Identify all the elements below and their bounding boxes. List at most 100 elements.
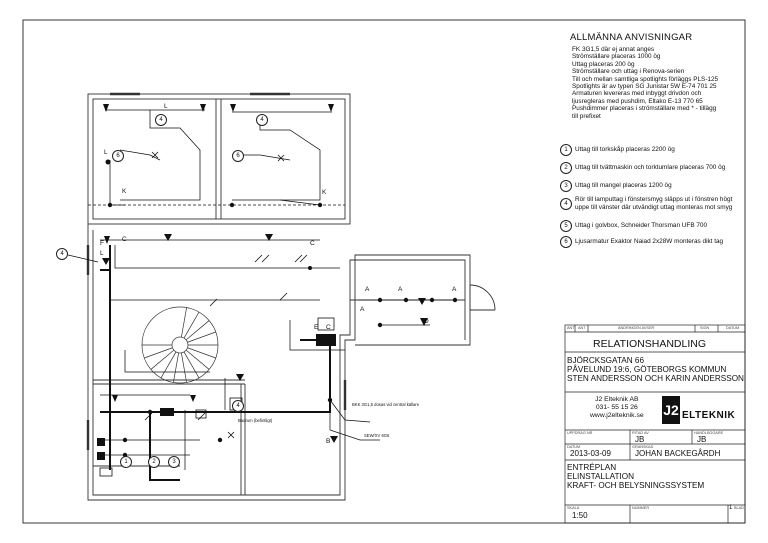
stair-step — [187, 347, 216, 359]
field-label: RITAD AV — [632, 431, 649, 435]
note-line: FK 3G1,5 där ej annat anges — [572, 46, 655, 53]
plan-letter-b: B — [326, 438, 331, 445]
project-line: BJÖRCKSGATAN 66 — [567, 356, 645, 365]
cable-label-sew: SEW/XV 6G6 — [364, 433, 390, 438]
plan-letter-f: F — [100, 240, 104, 247]
drawing-title-line: ELINSTALLATION — [567, 472, 635, 481]
walls — [86, 92, 496, 501]
notes-general: FK 3G1,5 där ej annat anges Strömställar… — [572, 46, 718, 120]
note-number: 2 — [560, 162, 572, 174]
plan-letter-a: A — [365, 286, 370, 293]
stair-step — [150, 349, 175, 370]
note-line: Strömställare placeras 1000 ög — [572, 53, 661, 61]
plan-letter-c: C — [122, 236, 127, 243]
plan-marker-6: 6 — [112, 150, 124, 162]
field-value-handlaggare: JB — [697, 435, 707, 444]
note-line: Strömställare och uttag i Renova-serien — [572, 68, 685, 76]
field-value-granskad: JOHAN BACKEGÅRDH — [635, 449, 721, 458]
company-name: J2 Elteknik AB — [595, 396, 639, 403]
sheet-border — [22, 19, 746, 524]
plan-marker-2: 2 — [148, 456, 160, 468]
rev-header: ÄNT — [567, 326, 575, 330]
stair-step — [187, 331, 216, 343]
cable-marks — [144, 151, 308, 439]
plan-letter-k: K — [122, 188, 127, 195]
rev-header: ÄNDRINGEN AVSER — [618, 326, 655, 330]
note-number: 4 — [560, 198, 572, 210]
field-label: GRANSKAD — [632, 445, 654, 449]
plan-letter-e: E — [314, 324, 319, 331]
company-website: www.j2elteknik.se — [590, 412, 644, 419]
stair-step — [160, 351, 177, 379]
field-label: SKALA — [567, 506, 580, 510]
cable-label-bkk: BKK 3G1,5 dosas vid central källare — [352, 402, 420, 407]
plan-letter-d: D — [424, 318, 429, 325]
document-type: RELATIONSHANDLING — [593, 338, 706, 350]
note-number: 1 — [560, 144, 572, 156]
project-line: PÅVELUND 19:6, GÖTEBORGS KOMMUN — [567, 365, 727, 374]
numbered-note-text: Uttag till mangel placeras 1200 ög — [575, 182, 672, 189]
plan-letter-c: C — [326, 324, 331, 331]
blad-value: 1 — [729, 505, 733, 511]
rev-header: SIGN — [700, 326, 710, 330]
rev-header: DATUM — [726, 326, 740, 330]
plan-letter-l: L — [104, 149, 108, 156]
stair-step — [183, 311, 200, 339]
plan-letter-l: L — [100, 250, 104, 257]
plan-marker-6: 6 — [232, 150, 244, 162]
company-info: J2 Elteknik AB 031- 55 15 26 www.j2eltek… — [590, 396, 644, 420]
logo-word: ELTEKNIK — [682, 410, 736, 421]
field-label: NUMMER — [632, 506, 650, 510]
numbered-note-text: Ljusarmatur Exaktor Naiad 2x28W monteras… — [575, 238, 724, 245]
plan-letter-a: A — [360, 306, 365, 313]
note-line: Till och mellan samtliga spotlights förl… — [572, 75, 719, 83]
field-value-ritad-av: JB — [635, 435, 645, 444]
company-logo: J2 ELTEKNIK — [662, 396, 742, 428]
plan-letter-c: C — [310, 240, 315, 247]
drawing-title-line: ENTRÉPLAN — [567, 463, 617, 472]
company-phone: 031- 55 15 26 — [595, 404, 638, 411]
note-number: 6 — [560, 236, 572, 248]
plan-letter-a: A — [452, 286, 457, 293]
plan-marker-4: 4 — [256, 114, 268, 126]
plan-marker-4: 4 — [56, 248, 68, 260]
numbered-note-text: Uttag i golvbox, Schneider Thorsman UFB … — [575, 222, 708, 229]
spiral-stair — [141, 306, 219, 384]
note-number: 5 — [560, 220, 572, 232]
numbered-note-text: uppe till vänster där utvändigt uttag mo… — [575, 204, 733, 211]
plan-marker-4: 4 — [155, 114, 167, 126]
numbered-note-text: Rör till lamputtag i fönstersmyg släpps … — [575, 196, 733, 203]
project-info: BJÖRCKSGATAN 66 PÅVELUND 19:6, GÖTEBORGS… — [567, 356, 744, 383]
plan-marker-1: 1 — [120, 456, 132, 468]
note-line: till prefixet — [572, 112, 601, 120]
note-line: Uttag placeras 200 ög — [572, 60, 635, 68]
stair-step — [181, 307, 187, 338]
stair-step — [181, 352, 187, 383]
stair-step — [173, 352, 179, 383]
stair-step — [144, 347, 173, 359]
drawing-title-line: KRAFT- OCH BELYSNINGSSYSTEM — [567, 481, 705, 490]
stair-step — [183, 351, 200, 379]
field-label: DATUM — [567, 445, 581, 449]
stair-step — [185, 349, 210, 370]
room-label-badrum: Badrum (befintligt) — [238, 418, 273, 423]
note-line: Pushdimmer placeras i strömställare med … — [572, 105, 717, 113]
field-label: UPPDRAG NR — [567, 431, 593, 435]
plan-marker-4: 4 — [232, 400, 244, 412]
field-label: BLAD — [734, 506, 744, 510]
stair-step — [185, 320, 210, 341]
plan-letter-a: A — [398, 286, 403, 293]
field-value-datum: 2013-03-09 — [570, 449, 611, 458]
note-line: Armaturen levereras med inbyggt drivdon … — [572, 90, 702, 98]
note-line: Spotlights är av typen SG Junistar 5W E-… — [572, 83, 717, 91]
project-line: STEN ANDERSSON OCH KARIN ANDERSSON — [567, 374, 744, 383]
numbered-note-text: Uttag till torkskåp placeras 2200 ög — [575, 146, 675, 153]
plan-marker-3: 3 — [168, 456, 180, 468]
drawing-title: ENTRÉPLAN ELINSTALLATION KRAFT- OCH BELY… — [567, 463, 704, 490]
note-line: ljusregleras med pushdim, Eltako E-13 77… — [572, 97, 703, 105]
logo-mark: J2 — [662, 396, 680, 424]
rev-header: ANT — [578, 326, 586, 330]
